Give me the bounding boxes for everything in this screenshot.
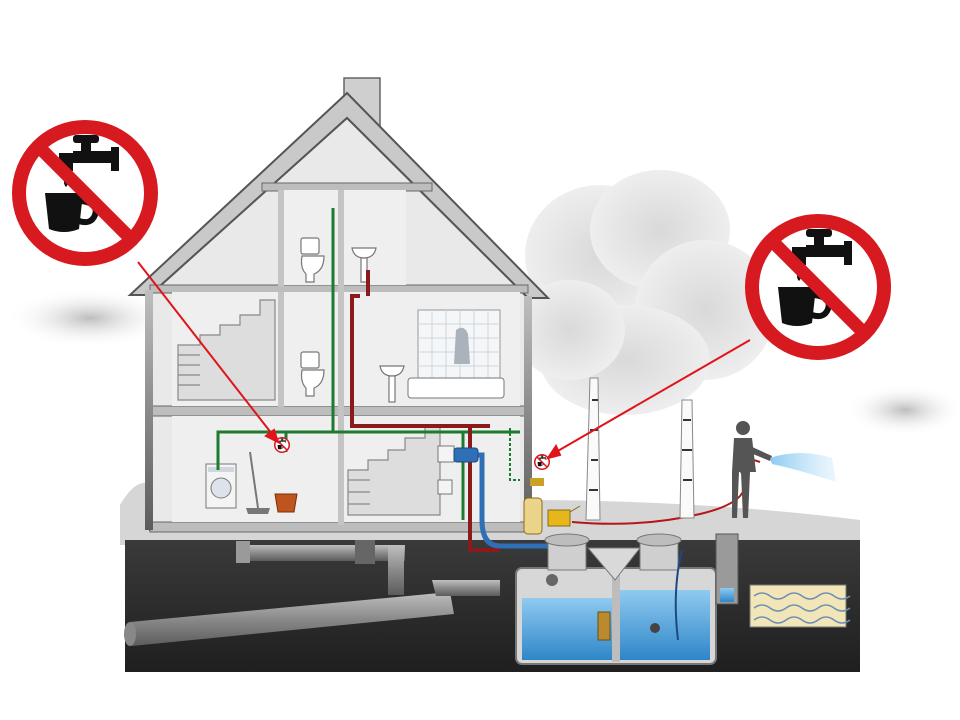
toilet-upper	[300, 351, 325, 397]
small-sign-outdoor	[533, 453, 551, 471]
no-drinking-water-icon	[19, 127, 151, 259]
pump-unit	[453, 447, 479, 463]
bucket	[274, 493, 298, 513]
control-box	[437, 445, 455, 463]
no-drinking-water-icon	[752, 221, 884, 353]
garden-tap	[523, 478, 581, 535]
service-water-pipes	[350, 270, 500, 552]
water-spray	[770, 453, 836, 482]
house	[127, 77, 551, 533]
gardener-figure	[732, 421, 772, 518]
submersible-pump	[597, 611, 611, 641]
drainage-pipes	[124, 540, 500, 646]
arrow-right	[555, 339, 751, 453]
green-cable	[509, 428, 520, 481]
arrow-left	[137, 261, 273, 435]
birch-trees	[585, 377, 695, 521]
rainwater-cistern	[515, 533, 717, 665]
supply-line	[470, 452, 560, 549]
pointer-arrows	[137, 261, 751, 460]
sink-attic	[351, 247, 377, 283]
attic-floor	[261, 182, 433, 192]
sink-upper	[379, 365, 405, 403]
bathtub-shower	[407, 309, 505, 399]
infiltration-unit	[715, 533, 851, 628]
staircase-upper	[177, 299, 276, 401]
control-box-lower	[437, 479, 453, 495]
washing-machine	[205, 463, 237, 509]
downpipe-right	[524, 296, 532, 530]
toilet-attic	[300, 237, 325, 283]
downpipe-left	[145, 290, 153, 530]
watering-can	[547, 505, 581, 527]
broom	[249, 451, 259, 509]
tree-foliage	[515, 170, 775, 415]
